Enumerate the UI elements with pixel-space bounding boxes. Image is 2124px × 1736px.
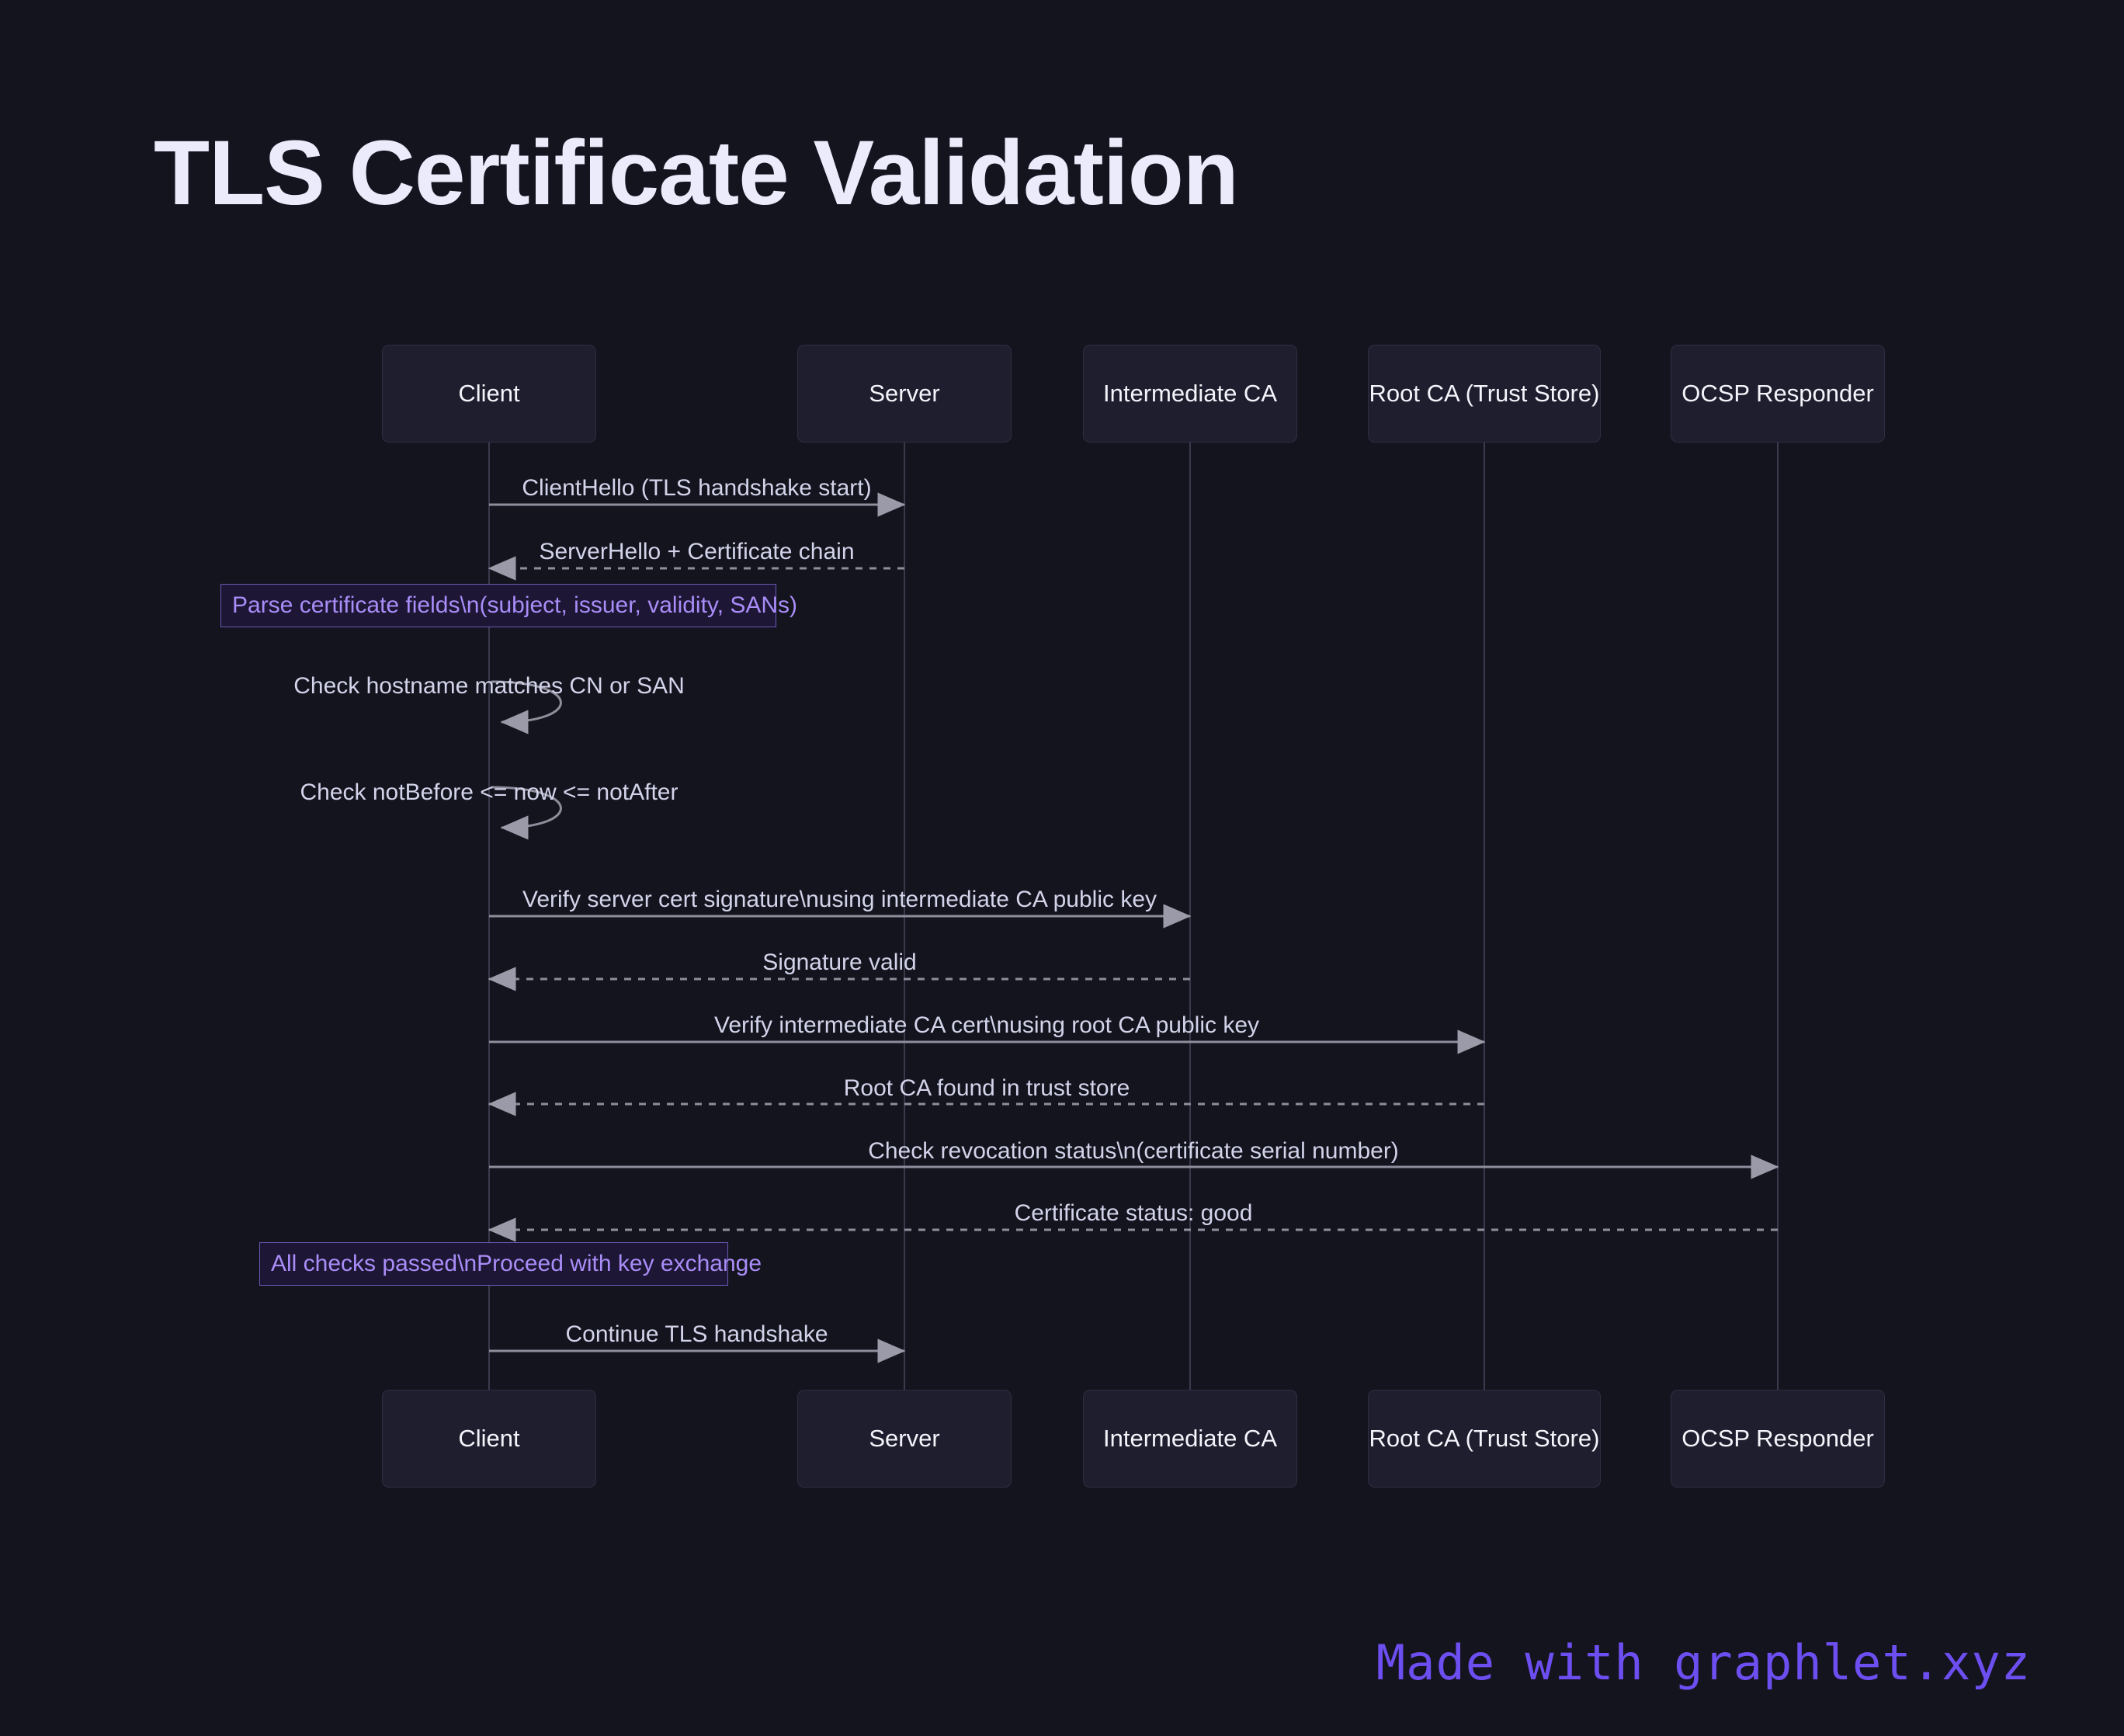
note-text: Parse certificate fields\n(subject, issu… <box>232 592 798 618</box>
page-title: TLS Certificate Validation <box>154 122 1239 224</box>
message-label-8: Verify intermediate CA cert\nusing root … <box>713 1012 1260 1038</box>
participant-label: Client <box>458 380 520 407</box>
message-label-7: Signature valid <box>762 950 917 975</box>
message-label-11: Certificate status: good <box>1014 1200 1253 1226</box>
participant-label: OCSP Responder <box>1682 1425 1874 1452</box>
participant-label: Server <box>869 380 940 407</box>
participant-interca-bottom[interactable]: Intermediate CA <box>1083 1390 1297 1488</box>
participant-label: Intermediate CA <box>1103 1425 1277 1452</box>
participant-client-bottom[interactable]: Client <box>382 1390 596 1488</box>
watermark: Made with graphlet.xyz <box>1376 1634 2031 1691</box>
participant-server-bottom[interactable]: Server <box>797 1390 1012 1488</box>
message-label-9: Root CA found in trust store <box>843 1075 1130 1101</box>
participant-label: Client <box>458 1425 520 1452</box>
self-message-arrow-4 <box>491 680 562 734</box>
message-label-2: ServerHello + Certificate chain <box>539 539 855 564</box>
participant-rootca-top[interactable]: Root CA (Trust Store) <box>1368 345 1601 443</box>
note-over-client: All checks passed\nProceed with key exch… <box>259 1242 762 1286</box>
participant-client-top[interactable]: Client <box>382 345 596 443</box>
self-message-arrow-5 <box>491 786 562 840</box>
message-arrows-layer <box>488 492 1779 1363</box>
participant-label: Server <box>869 1425 940 1452</box>
participant-interca-top[interactable]: Intermediate CA <box>1083 345 1297 443</box>
note-text: All checks passed\nProceed with key exch… <box>271 1251 762 1276</box>
message-label-10: Check revocation status\n(certificate se… <box>868 1138 1399 1164</box>
participant-rootca-bottom[interactable]: Root CA (Trust Store) <box>1368 1390 1601 1488</box>
note-over-client: Parse certificate fields\n(subject, issu… <box>220 584 797 627</box>
message-label-5: Check notBefore <= now <= notAfter <box>300 779 678 805</box>
message-label-6: Verify server cert signature\nusing inte… <box>522 887 1157 912</box>
participant-label: Intermediate CA <box>1103 380 1277 407</box>
message-label-1: ClientHello (TLS handshake start) <box>522 475 872 501</box>
participant-ocsp-bottom[interactable]: OCSP Responder <box>1671 1390 1885 1488</box>
participant-server-top[interactable]: Server <box>797 345 1012 443</box>
participant-label: OCSP Responder <box>1682 380 1874 407</box>
participant-label: Root CA (Trust Store) <box>1369 1425 1600 1452</box>
message-label-4: Check hostname matches CN or SAN <box>293 673 685 699</box>
participant-ocsp-top[interactable]: OCSP Responder <box>1671 345 1885 443</box>
participant-label: Root CA (Trust Store) <box>1369 380 1600 407</box>
message-label-13: Continue TLS handshake <box>565 1321 828 1347</box>
